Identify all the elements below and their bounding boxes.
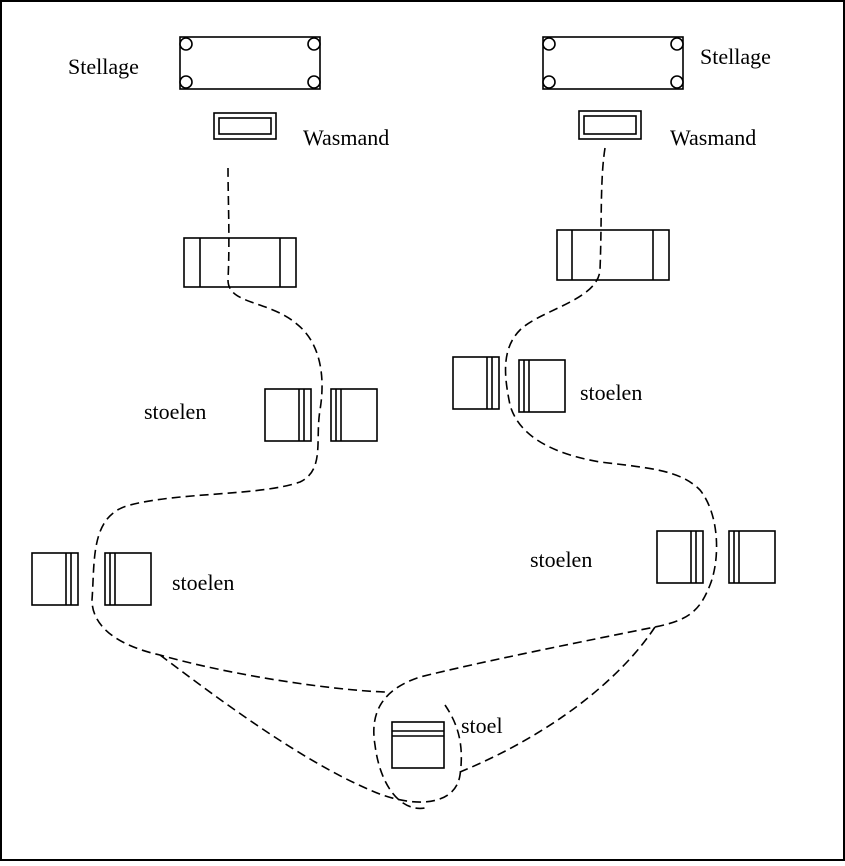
route-left-diagonal (159, 654, 463, 803)
chair-left-low-2 (104, 552, 152, 606)
label-stoelen-left-mid: stoelen (144, 399, 206, 424)
label-wasmand-right: Wasmand (670, 125, 756, 150)
table-right (556, 229, 670, 281)
chair-right-low-2 (728, 530, 776, 584)
label-stoelen-left-low: stoelen (172, 570, 234, 595)
stellage-right (542, 36, 684, 90)
table-left (183, 237, 297, 288)
label-wasmand-left: Wasmand (303, 125, 389, 150)
chair-right-mid-1 (452, 356, 500, 410)
label-stellage-left: Stellage (68, 54, 139, 79)
wasmand-right (578, 110, 642, 140)
label-stellage-right: Stellage (700, 44, 771, 69)
chair-right-mid-2 (518, 359, 566, 413)
chair-bottom (391, 721, 445, 769)
route-left-upper (91, 167, 386, 693)
label-stoel-bottom: stoel (461, 713, 503, 738)
route-right-diagonal (459, 626, 656, 773)
label-stoelen-right-low: stoelen (530, 547, 592, 572)
chair-left-mid-1 (264, 388, 312, 442)
route-right-upper (373, 147, 718, 810)
stellage-left (179, 36, 321, 90)
chair-left-low-1 (31, 552, 79, 606)
chair-right-low-1 (656, 530, 704, 584)
wasmand-left (213, 112, 277, 140)
label-stoelen-right-mid: stoelen (580, 380, 642, 405)
chair-left-mid-2 (330, 388, 378, 442)
